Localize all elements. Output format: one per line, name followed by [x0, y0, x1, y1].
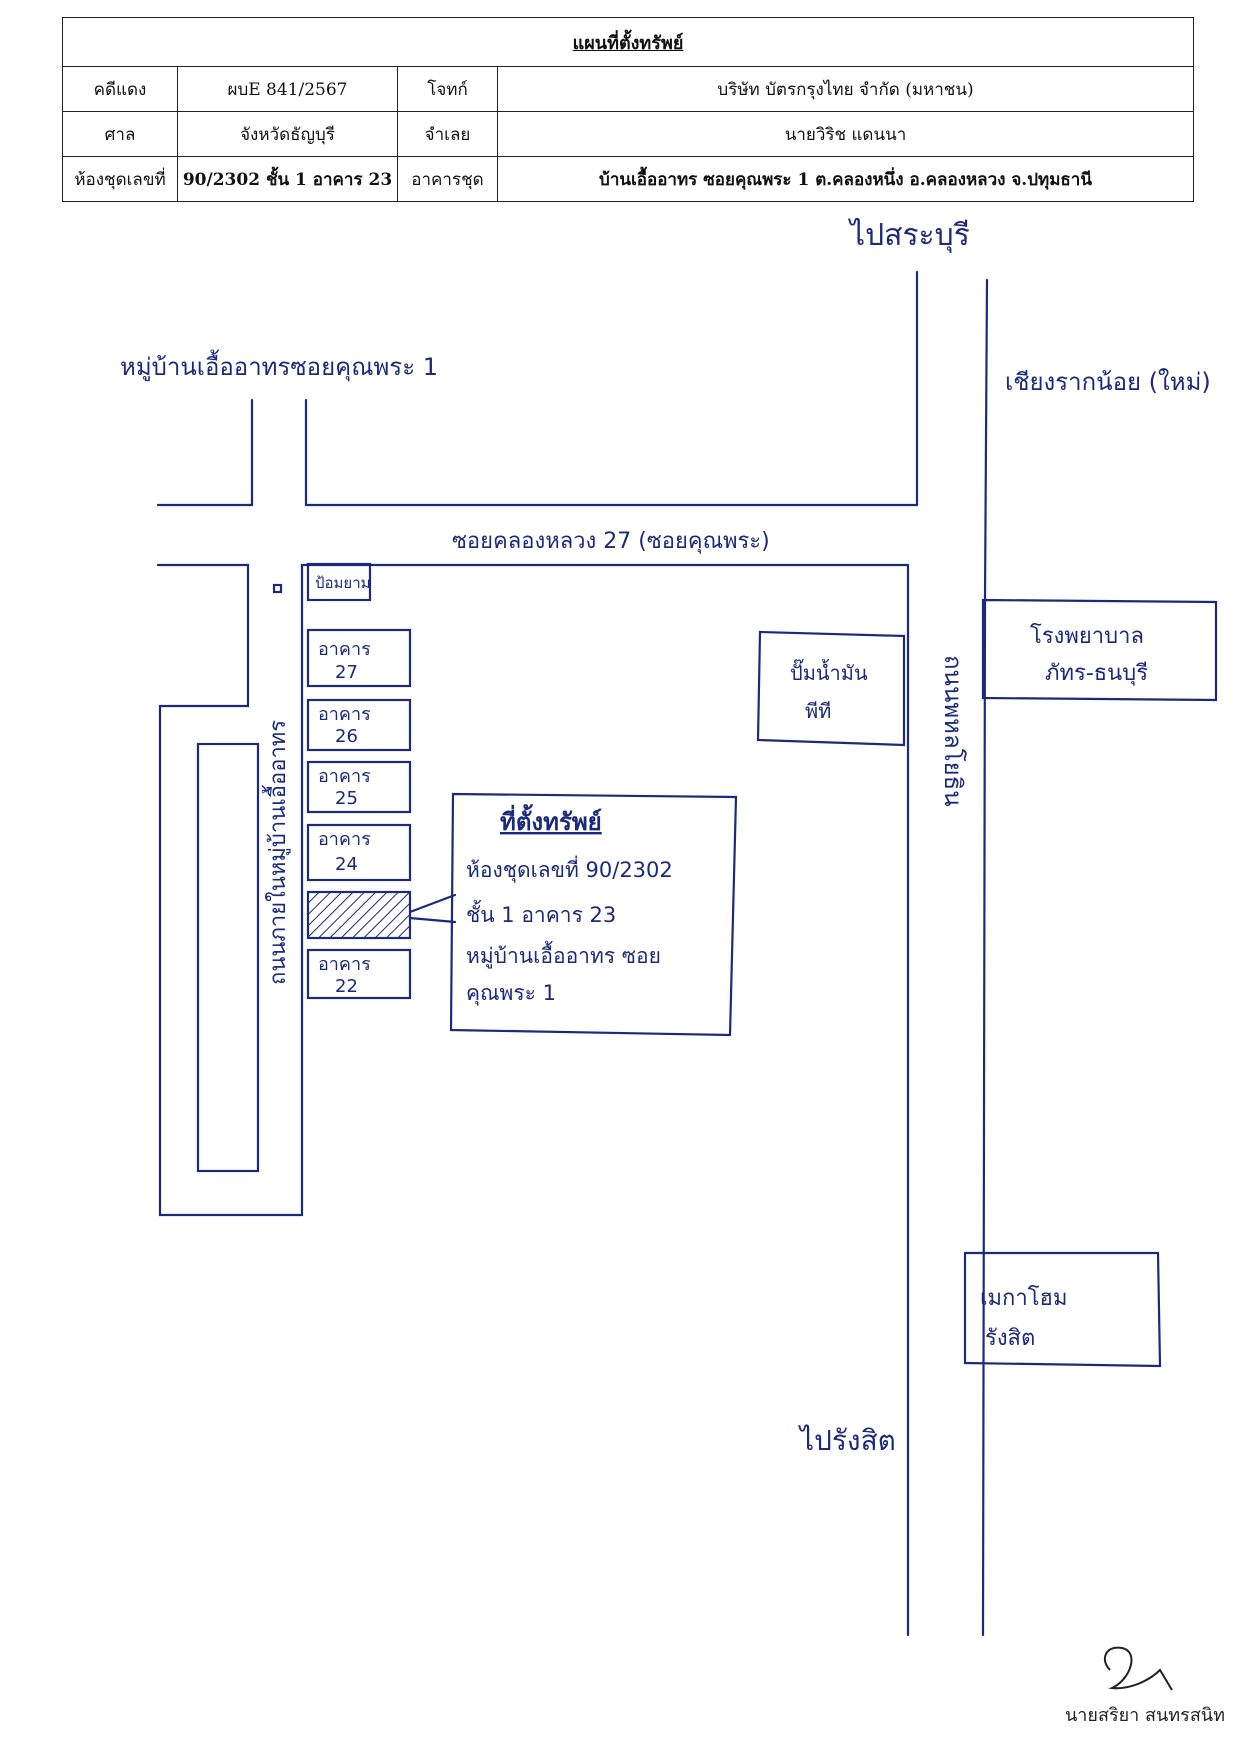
callout-line: ชั้น 1 อาคาร 23 — [466, 900, 616, 927]
building-number: 27 — [335, 662, 358, 683]
building-label: อาคาร — [318, 766, 371, 787]
inner-block — [196, 742, 260, 1173]
label-gas-station: ปั๊มน้ำมัน — [790, 658, 868, 685]
building-number: 24 — [335, 854, 358, 875]
label-highway: ถนนพหลโยธิน — [939, 655, 967, 807]
megahome-box — [963, 1251, 1162, 1368]
label-to-saraburi: ไปสระบุรี — [848, 217, 970, 254]
unit-number: 90/2302 ชั้น 1 อาคาร 23 — [177, 156, 398, 202]
condo-name: บ้านเอื้ออาทร ซอยคุณพระ 1 ต.คลองหนึ่ง อ.… — [497, 156, 1194, 202]
building-number: 25 — [335, 788, 358, 809]
road-line — [981, 278, 989, 1637]
callout-line: คุณพระ 1 — [466, 981, 556, 1006]
label-guardhouse: ป้อมยาม — [315, 574, 371, 592]
page-title: แผนที่ตั้งทรัพย์ — [62, 17, 1194, 67]
building-25-box — [306, 760, 412, 814]
signature-name: นายสริยา สนทรสนิท — [1065, 1705, 1225, 1726]
callout-line: ห้องชุดเลขที่ 90/2302 — [466, 855, 673, 883]
marker — [272, 583, 283, 594]
label-megahome: รังสิต — [985, 1326, 1035, 1351]
label-megahome: เมกาโฮม — [980, 1285, 1067, 1311]
label-project-road: ถนนภายในหมู่บ้านเอื้ออาทร — [262, 720, 291, 985]
guardhouse-box — [306, 562, 372, 602]
road-line — [156, 563, 910, 1637]
table-row: ศาล จังหวัดธัญบุรี จำเลย นายวิริช แดนนา — [62, 111, 1194, 157]
label-soi: ซอยคลองหลวง 27 (ซอยคุณพระ) — [452, 529, 770, 554]
label-hospital: ภัทร-ธนบุรี — [1045, 661, 1148, 686]
plaintiff-name: บริษัท บัตรกรุงไทย จำกัด (มหาชน) — [497, 66, 1194, 112]
case-label: คดีแดง — [62, 66, 178, 112]
building-number: 22 — [335, 976, 358, 997]
info-table: แผนที่ตั้งทรัพย์ คดีแดง ผบE 841/2567 โจท… — [62, 17, 1194, 202]
callout-leader — [408, 893, 457, 924]
plaintiff-label: โจทก์ — [397, 66, 498, 112]
building-27-box — [306, 628, 412, 688]
court-name: จังหวัดธัญบุรี — [177, 111, 398, 157]
hospital-box — [981, 598, 1218, 702]
table-row: ห้องชุดเลขที่ 90/2302 ชั้น 1 อาคาร 23 อา… — [62, 156, 1194, 202]
defendant-label: จำเลย — [397, 111, 498, 157]
defendant-name: นายวิริช แดนนา — [497, 111, 1194, 157]
building-24-box — [306, 823, 412, 882]
callout-box — [449, 792, 738, 1037]
building-label: อาคาร — [318, 704, 371, 725]
label-hospital: โรงพยาบาล — [1030, 623, 1144, 649]
property-unit-hatched — [306, 890, 412, 940]
table-row: คดีแดง ผบE 841/2567 โจทก์ บริษัท บัตรกรุ… — [62, 66, 1194, 112]
building-22-box — [306, 948, 412, 1000]
label-gas-station: พีที — [805, 699, 831, 723]
road-line — [156, 398, 254, 507]
label-to-rangsit: ไปรังสิต — [798, 1424, 896, 1457]
callout-title: ที่ตั้งทรัพย์ — [500, 803, 602, 836]
condo-label: อาคารชุด — [397, 156, 498, 202]
callout-line: หมู่บ้านเอื้ออาทร ซอย — [466, 941, 661, 969]
label-project: หมู่บ้านเอื้ออาทรซอยคุณพระ 1 — [120, 349, 438, 382]
location-map: ไปสระบุรี หมู่บ้านเอื้ออาทรซอยคุณพระ 1 เ… — [120, 217, 1218, 1691]
building-number: 26 — [335, 726, 358, 747]
unit-label: ห้องชุดเลขที่ — [62, 156, 178, 202]
building-label: อาคาร — [318, 829, 371, 850]
building-26-box — [306, 698, 412, 752]
label-intersection: เชียงรากน้อย (ใหม่) — [1005, 368, 1211, 396]
building-label: อาคาร — [318, 954, 371, 975]
signature-scribble — [1103, 1646, 1173, 1691]
road-line — [304, 270, 919, 507]
building-label: อาคาร — [318, 639, 371, 660]
gas-station-box — [756, 630, 906, 747]
